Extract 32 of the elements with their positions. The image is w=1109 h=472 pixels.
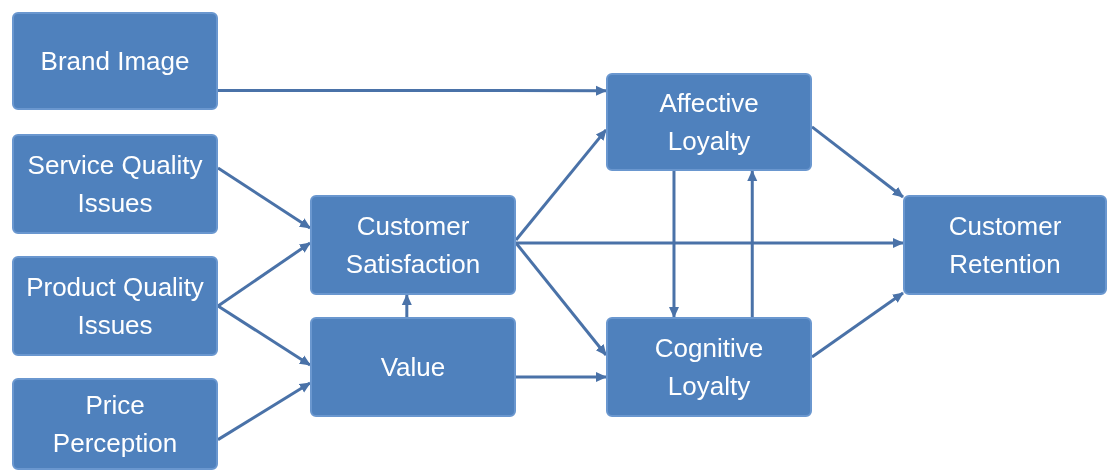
process-box	[310, 195, 516, 295]
process-box	[903, 195, 1107, 295]
arrow	[811, 125, 904, 199]
process-box	[310, 317, 516, 417]
arrow	[516, 372, 607, 382]
arrow	[401, 294, 412, 317]
arrow	[514, 128, 608, 241]
box-label: Service Quality Issues	[26, 149, 204, 220]
arrow	[217, 304, 311, 367]
process-box	[606, 317, 812, 417]
box-label: Customer Retention	[947, 210, 1063, 281]
process-box	[12, 256, 218, 356]
arrow	[217, 241, 311, 308]
box-label: Customer Satisfaction	[344, 210, 482, 281]
box-label: Product Quality Issues	[25, 271, 205, 342]
process-box	[12, 378, 218, 470]
box-label: Price Perception	[51, 389, 179, 460]
arrow	[217, 381, 311, 441]
box-label: Affective Loyalty	[658, 87, 760, 158]
arrow	[669, 171, 679, 318]
arrow	[747, 170, 758, 317]
process-box	[12, 12, 218, 110]
process-box	[12, 134, 218, 234]
box-label: Value	[380, 351, 446, 384]
process-box	[606, 73, 812, 171]
box-label: Cognitive Loyalty	[653, 332, 765, 403]
arrow	[516, 238, 904, 248]
box-label: Brand Image	[40, 45, 190, 78]
arrow	[514, 242, 608, 356]
arrow	[811, 291, 904, 359]
arrow	[218, 85, 607, 96]
arrow	[217, 166, 311, 230]
